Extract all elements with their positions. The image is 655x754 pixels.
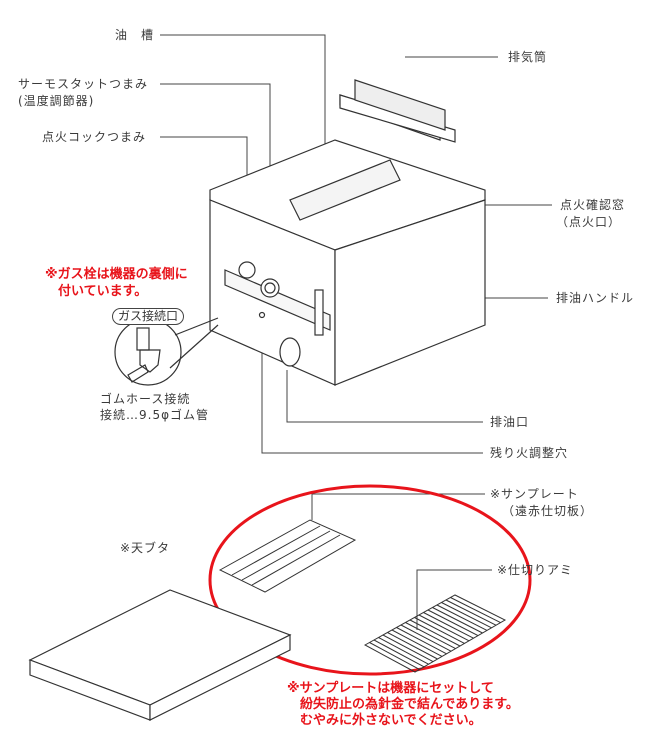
label-ember-hole: 残り火調整穴 — [490, 446, 569, 460]
net-wire — [378, 637, 429, 665]
net-wire — [396, 627, 447, 655]
leader-drain-port — [286, 370, 483, 423]
label-hose-2: 接続…9.5φゴム管 — [100, 408, 210, 422]
net-wire — [391, 629, 443, 657]
net-wire — [369, 642, 420, 670]
net-wire — [373, 639, 425, 668]
net-wire — [405, 622, 456, 650]
net-wire — [414, 617, 465, 644]
net-wire — [400, 624, 452, 652]
net-wire — [387, 632, 438, 660]
divider-net — [363, 594, 507, 673]
note-sun-plate-1: ※サンプレートは機器にセットして — [287, 681, 494, 696]
net-wire — [445, 599, 497, 626]
leader-sun-plate — [311, 493, 485, 520]
sun-plate — [218, 519, 357, 593]
label-hose-1: ゴムホース接続 — [100, 392, 191, 406]
label-thermostat-sub: (温度調節器) — [18, 94, 95, 108]
label-thermostat: サーモスタットつまみ — [18, 77, 149, 91]
note-gas-valve-1: ※ガス栓は機器の裏側に — [45, 267, 188, 282]
label-drain-handle: 排油ハンドル — [556, 291, 635, 305]
label-ignition-window: 点火確認窓 — [560, 198, 626, 212]
net-wire — [441, 602, 492, 629]
label-ignition-cock: 点火コックつまみ — [42, 130, 147, 144]
net-wire — [436, 604, 488, 631]
label-exhaust: 排気筒 — [508, 50, 548, 64]
net-wire — [423, 612, 474, 639]
label-ignition-window-sub: （点火口） — [556, 215, 622, 229]
label-gas-port: ガス接続口 — [112, 308, 185, 325]
label-lid: ※天ブタ — [120, 541, 171, 555]
net-wire — [427, 609, 479, 637]
leader-net — [416, 569, 492, 630]
net-wire — [382, 634, 434, 663]
sun-plate-highlight — [208, 484, 532, 676]
note-sun-plate-3: むやみに外さないでください。 — [300, 713, 482, 728]
label-sun-plate: ※サンプレート — [490, 487, 579, 501]
net-wire — [409, 619, 461, 647]
note-gas-valve-2: 付いています。 — [58, 284, 148, 299]
gas-port-detail — [114, 317, 219, 386]
label-drain-port: 排油口 — [490, 415, 530, 429]
note-sun-plate-2: 紛失防止の為針金で結んであります。 — [300, 697, 519, 712]
label-divider-net: ※仕切りアミ — [497, 563, 573, 577]
label-sun-plate-sub: （遠赤仕切板） — [502, 504, 594, 518]
net-wire — [432, 607, 483, 634]
net-wire — [450, 597, 501, 624]
fryer-body — [209, 79, 486, 386]
leader-ember-hole — [261, 315, 483, 454]
label-oil-tank: 油 槽 — [115, 28, 155, 42]
leader-oil-tank — [160, 34, 326, 180]
lid — [28, 589, 292, 721]
net-wire — [418, 614, 470, 642]
